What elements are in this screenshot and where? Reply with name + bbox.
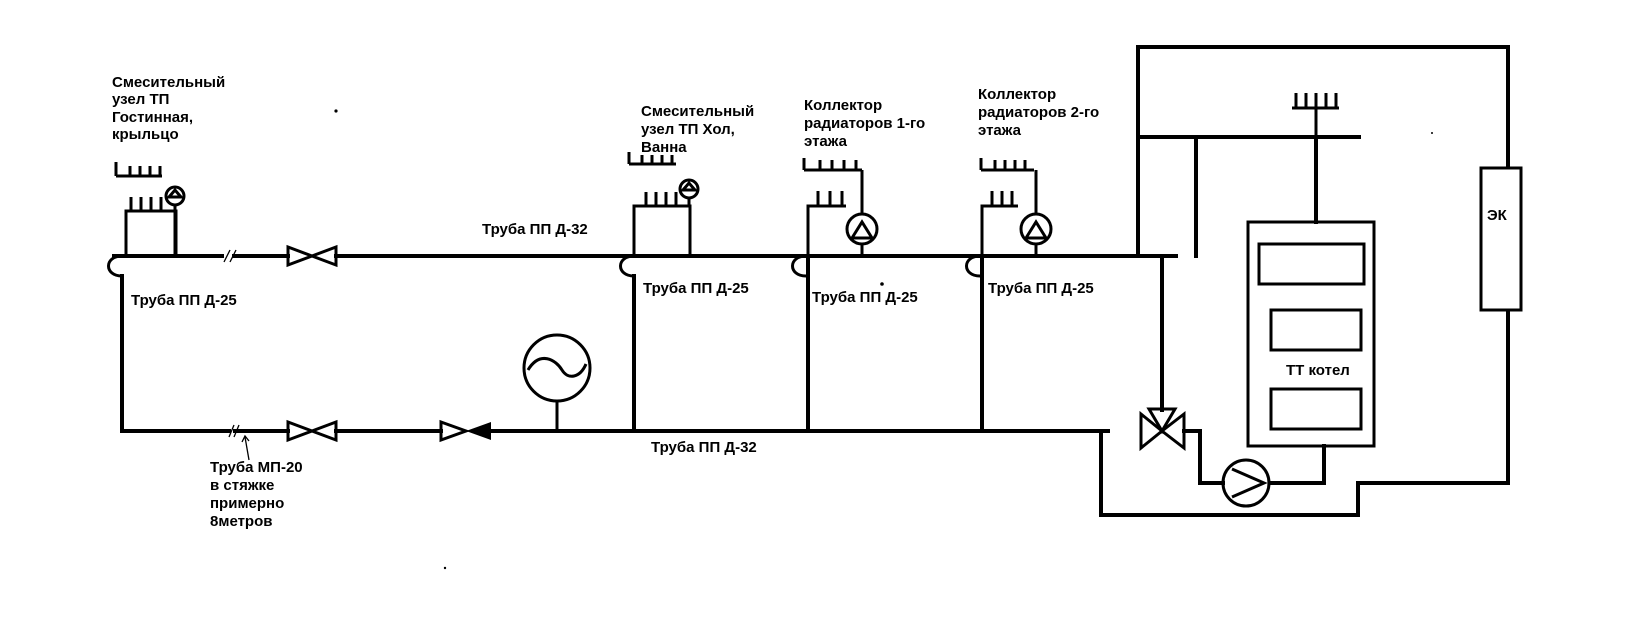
- pipe-label-d25-floor1: Труба ПП Д-25: [812, 289, 918, 306]
- mix-node-living-label: Смесительный узел ТП Гостинная, крыльцо: [112, 74, 229, 143]
- pipe-label-d25-floor2: Труба ПП Д-25: [988, 280, 1094, 297]
- circulation-pump-icon: [1221, 458, 1271, 508]
- crossover-arcs: [107, 254, 981, 278]
- three-way-valve-icon: [1139, 407, 1186, 452]
- mix-node-living-icon: [114, 162, 186, 258]
- vent-icon: [1292, 93, 1339, 137]
- electric-boiler-icon: [1479, 166, 1523, 312]
- mix-node-hall-icon: [627, 152, 700, 258]
- annotation-arrowhead: [241, 434, 250, 443]
- pipe-label-d25-hall: Труба ПП Д-25: [643, 280, 749, 297]
- check-valve-icon: [439, 419, 491, 443]
- boiler-loop-pipes: [1099, 45, 1510, 517]
- boiler-label: ТТ котел: [1286, 362, 1350, 379]
- ek-label: ЭК: [1487, 207, 1508, 224]
- collector-floor2-icon: [979, 158, 1053, 256]
- pipe-label-d25-living: Труба ПП Д-25: [131, 292, 237, 309]
- pipe-break-marks: [223, 249, 240, 438]
- pipe-label-supply-d32: Труба ПП Д-32: [482, 221, 588, 238]
- stray-dots: [334, 109, 1433, 570]
- collector-floor2-label: Коллектор радиаторов 2-го этажа: [978, 86, 1103, 139]
- boiler-icon: [1246, 220, 1376, 448]
- annotation-arrow: [244, 436, 250, 461]
- pipe-label-return-d32: Труба ПП Д-32: [651, 439, 757, 456]
- collector-floor1-icon: [802, 158, 879, 256]
- ball-valve-icon: [286, 419, 338, 443]
- expansion-tank-icon: [522, 333, 592, 431]
- collector-floor1-label: Коллектор радиаторов 1-го этажа: [804, 97, 929, 150]
- ball-valve-icon: [286, 244, 338, 268]
- mix-node-hall-label: Смесительный узел ТП Хол, Ванна: [641, 103, 758, 156]
- pipe-mp20-note: Труба МП-20 в стяжке примерно 8метров: [210, 459, 307, 530]
